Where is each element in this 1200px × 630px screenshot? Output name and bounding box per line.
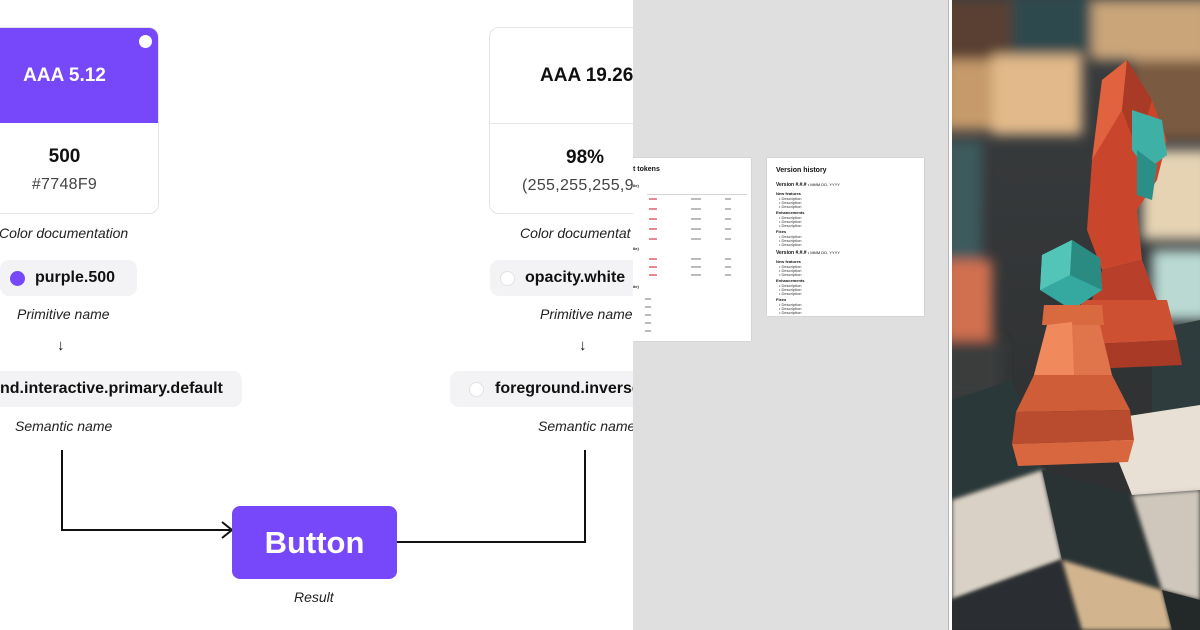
version-heading: Version #.#.# • MMM DD, YYYY bbox=[776, 250, 840, 256]
caption-color-documentation: Color documentation bbox=[0, 225, 129, 241]
description-item: • Description bbox=[779, 238, 802, 243]
down-arrow-icon: ↓ bbox=[57, 337, 65, 354]
color-card-white: AAA 19.26 98% (255,255,255,9 bbox=[489, 27, 633, 214]
contrast-ratio: AAA 5.12 bbox=[23, 64, 106, 86]
primitive-token-chip[interactable]: purple.500 bbox=[0, 260, 137, 296]
description-item: • Description bbox=[779, 242, 802, 247]
new-features-label: New features bbox=[776, 259, 801, 264]
description-item: • Description bbox=[779, 234, 802, 239]
card-contrast-swatch: AAA 19.26 bbox=[490, 28, 633, 124]
description-item: • Description bbox=[779, 302, 802, 307]
version-history-doc-page[interactable]: Version history Version #.#.# • MMM DD, … bbox=[767, 158, 924, 316]
doc-page-title: Version history bbox=[776, 167, 827, 174]
description-item: • Description bbox=[779, 204, 802, 209]
doc-page-title: t tokens bbox=[633, 166, 660, 173]
board-foreground bbox=[952, 320, 1200, 630]
description-item: • Description bbox=[779, 219, 802, 224]
card-info: 98% (255,255,255,9 bbox=[490, 124, 633, 195]
table-divider bbox=[647, 194, 747, 195]
color-rgba-code: (255,255,255,9 bbox=[522, 177, 633, 194]
version-heading: Version #.#.# • MMM DD, YYYY bbox=[776, 182, 840, 188]
description-item: • Description bbox=[779, 268, 802, 273]
doc-section-label: ile) bbox=[633, 183, 639, 188]
panel-divider bbox=[949, 0, 952, 630]
color-card-purple: AAA 5.12 500 #7748F9 bbox=[0, 27, 159, 214]
caption-primitive-name: Primitive name bbox=[540, 306, 633, 322]
color-hex-code: #7748F9 bbox=[31, 176, 98, 193]
description-item: • Description bbox=[779, 310, 802, 315]
semantic-token-chip[interactable]: foreground.inverse bbox=[450, 371, 633, 407]
chess-illustration bbox=[952, 0, 1200, 630]
description-item: • Description bbox=[779, 264, 802, 269]
down-arrow-icon: ↓ bbox=[579, 337, 587, 354]
chess-pieces-image bbox=[952, 0, 1200, 630]
left-connector-arrow bbox=[61, 450, 230, 531]
white-dot-icon bbox=[500, 270, 515, 286]
contrast-ratio: AAA 19.26 bbox=[540, 64, 633, 86]
result-button[interactable]: Button bbox=[232, 506, 397, 579]
color-level: 98% bbox=[566, 147, 605, 168]
white-dot-icon bbox=[139, 35, 152, 48]
white-dot-icon bbox=[469, 381, 484, 397]
color-level: 500 bbox=[48, 146, 81, 167]
caption-result: Result bbox=[294, 589, 334, 605]
enhancements-label: Enhancements bbox=[776, 210, 805, 215]
description-item: • Description bbox=[779, 287, 802, 292]
description-item: • Description bbox=[779, 223, 802, 228]
primitive-token-name: purple.500 bbox=[35, 269, 116, 286]
description-item: • Description bbox=[779, 291, 802, 296]
doc-section-label: ile) bbox=[633, 246, 639, 251]
new-features-label: New features bbox=[776, 191, 801, 196]
description-item: • Description bbox=[779, 272, 802, 277]
semantic-token-name: foreground.inverse bbox=[495, 380, 633, 397]
fixes-label: Fixes bbox=[776, 229, 787, 234]
caption-semantic-name: Semantic name bbox=[538, 418, 633, 434]
description-item: • Description bbox=[779, 306, 802, 311]
doc-section-label: ile) bbox=[633, 284, 639, 289]
description-item: • Description bbox=[779, 200, 802, 205]
primitive-token-chip[interactable]: opacity.white bbox=[490, 260, 633, 296]
description-item: • Description bbox=[779, 215, 802, 220]
primitive-token-name: opacity.white bbox=[525, 269, 626, 286]
right-connector-arrow bbox=[366, 450, 586, 543]
caption-primitive-name: Primitive name bbox=[17, 306, 110, 322]
description-item: • Description bbox=[779, 283, 802, 288]
enhancements-label: Enhancements bbox=[776, 278, 805, 283]
token-diagram-panel: AAA 5.12 500 #7748F9 AAA 19.26 98% (255,… bbox=[0, 27, 633, 605]
document-canvas-panel: t tokens ile) ile) ile) Version history … bbox=[633, 0, 949, 630]
card-info: 500 #7748F9 bbox=[0, 123, 158, 194]
description-item: • Description bbox=[779, 196, 802, 201]
purple-dot-icon bbox=[10, 270, 25, 286]
caption-semantic-name: Semantic name bbox=[15, 418, 113, 434]
pawn-piece bbox=[1012, 240, 1134, 466]
caption-color-documentation: Color documentat bbox=[520, 225, 631, 241]
semantic-token-name: nd.interactive.primary.default bbox=[0, 380, 223, 397]
tokens-doc-page[interactable]: t tokens ile) ile) ile) bbox=[633, 158, 751, 341]
semantic-token-chip[interactable]: nd.interactive.primary.default bbox=[0, 371, 242, 407]
fixes-label: Fixes bbox=[776, 297, 787, 302]
card-contrast-swatch: AAA 5.12 bbox=[0, 28, 158, 123]
